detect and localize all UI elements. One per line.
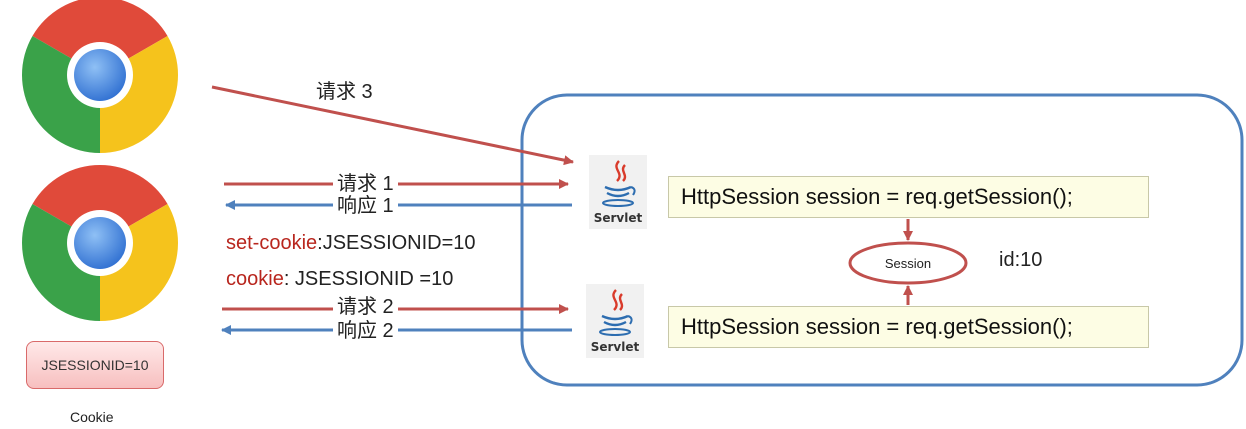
response-2-label: 响应 2: [333, 320, 398, 342]
request-1-label: 请求 1: [333, 173, 398, 195]
cookie-caption: Cookie: [70, 409, 114, 425]
request-3-arrow: [211, 85, 574, 166]
code-box-2: HttpSession session = req.getSession();: [668, 306, 1149, 348]
cookie-badge: JSESSIONID=10: [26, 341, 164, 389]
cookie-header: cookie: JSESSIONID =10: [226, 268, 453, 290]
java-cup-icon: [602, 160, 636, 207]
cookie-key: cookie: [226, 268, 284, 290]
java-servlet-icon: Servlet: [589, 155, 647, 229]
response-1-label: 响应 1: [333, 195, 398, 217]
servlet-label: Servlet: [590, 340, 640, 354]
set-cookie-key: set-cookie: [226, 232, 318, 254]
session-ellipse: [848, 241, 968, 285]
servlet-label: Servlet: [593, 211, 643, 225]
chrome-icon: [21, 164, 179, 321]
server-container: [520, 93, 1244, 387]
java-servlet-icon: Servlet: [586, 284, 644, 358]
cookie-value: : JSESSIONID =10: [283, 268, 454, 290]
set-cookie-value: :JSESSIONID=10: [317, 232, 476, 254]
request-3-label: 请求 3: [316, 81, 373, 103]
chrome-icon: [21, 0, 179, 153]
set-cookie-header: set-cookie:JSESSIONID=10: [226, 232, 476, 254]
java-cup-icon: [599, 289, 633, 336]
code-box-1: HttpSession session = req.getSession();: [668, 176, 1149, 218]
session-id: id:10: [999, 249, 1043, 271]
session-label: Session: [885, 256, 931, 271]
request-2-label: 请求 2: [333, 296, 398, 318]
